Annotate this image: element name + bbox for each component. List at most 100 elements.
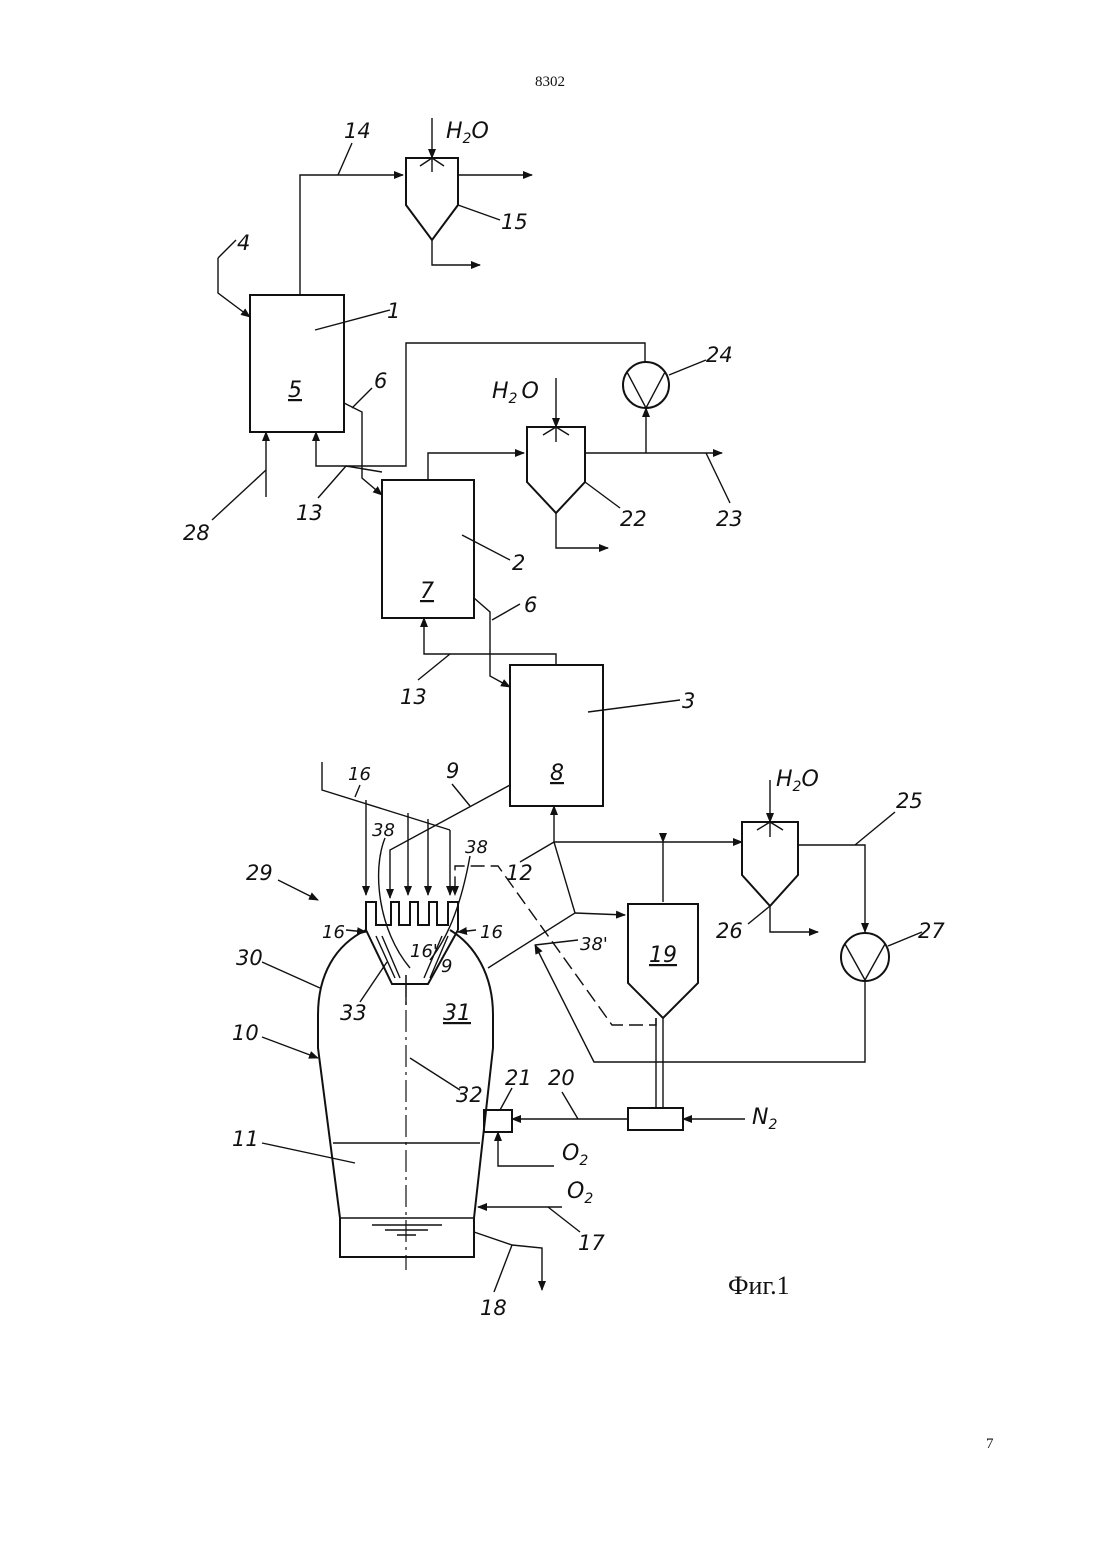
feed-4-leader: [218, 240, 236, 258]
reactor-2-leader: [462, 535, 510, 560]
gas-line-r2-top: [428, 453, 524, 480]
figure-caption: Фиг.1: [728, 1271, 790, 1300]
leader-27: [888, 932, 922, 946]
label-20: 20: [548, 1066, 575, 1090]
leader-13a: [318, 466, 346, 498]
label-2: 2: [512, 551, 525, 575]
label-9b: 9: [441, 956, 452, 977]
vessel-zone-number: 31: [443, 1001, 471, 1026]
fan-24: [623, 362, 669, 408]
label-16c: 16: [480, 922, 503, 943]
reactor-3-leader: [588, 700, 680, 712]
melt-surface-mark: [372, 1225, 442, 1235]
leader-26: [748, 906, 770, 924]
label-38-prime: 38': [580, 934, 608, 955]
reactor-1: [250, 295, 344, 432]
reactor-1-leader: [315, 310, 390, 330]
leader-17: [548, 1207, 580, 1232]
fan-27-symbol: [845, 944, 885, 980]
water-label-26: H2O: [776, 767, 819, 795]
leader-16b: [346, 930, 366, 932]
leader-9a: [452, 784, 470, 806]
spray-15: [420, 158, 444, 172]
dome-distributor: [366, 902, 458, 930]
leader-14: [338, 143, 352, 175]
gas-line-12: [488, 806, 575, 968]
slag-tap-18: [474, 1232, 542, 1290]
label-16-prime: 16': [410, 941, 438, 962]
water-label-22: H2O: [492, 379, 539, 407]
water-label-15: H2O: [446, 119, 489, 147]
leader-13b: [418, 654, 450, 680]
oxygen-label-17: O2: [567, 1179, 593, 1207]
leader-38p: [535, 940, 578, 945]
spray-26: [757, 822, 783, 837]
leader-15: [458, 205, 500, 220]
nitrogen-label: N2: [752, 1105, 777, 1133]
reactor-3-number: 8: [550, 761, 564, 786]
label-23: 23: [716, 507, 743, 531]
gas-line-12-to-19: [575, 913, 625, 915]
leader-10: [262, 1037, 318, 1058]
label-22: 22: [620, 507, 647, 531]
spray-22: [543, 427, 569, 442]
cyclone-19-number: 19: [649, 943, 677, 968]
reactor-1-number: 5: [288, 378, 302, 403]
oxygen-label-21: O2: [562, 1141, 588, 1169]
leader-21: [500, 1088, 512, 1110]
leader-23: [706, 453, 730, 503]
label-27: 27: [918, 919, 945, 943]
fan-27: [841, 933, 889, 981]
label-15: 15: [501, 210, 528, 234]
leader-16a: [355, 785, 360, 797]
leader-20: [562, 1092, 578, 1119]
leader-11: [262, 1143, 355, 1163]
return-line-38p: [455, 866, 656, 1025]
label-17: 17: [578, 1231, 605, 1255]
injector-20: [628, 1108, 683, 1130]
leader-12: [520, 842, 554, 862]
leader-6a: [352, 388, 372, 408]
label-6b: 6: [524, 593, 537, 617]
scrubber-26-gas-out: [798, 845, 865, 932]
label-29: 29: [246, 861, 273, 885]
leader-32: [410, 1058, 460, 1090]
arrow-29: [278, 880, 318, 900]
label-25: 25: [896, 789, 923, 813]
recycle-line-27: [535, 945, 865, 1062]
leader-18: [494, 1245, 512, 1292]
label-32: 32: [456, 1083, 483, 1107]
leader-25: [855, 812, 895, 845]
leader-24: [669, 360, 706, 375]
label-9a: 9: [446, 759, 459, 783]
burner-21: [484, 1110, 512, 1132]
leader-28: [212, 470, 266, 520]
leader-16c: [458, 930, 476, 932]
label-16a: 16: [348, 764, 371, 785]
label-16b: 16: [322, 922, 345, 943]
label-38a: 38: [372, 820, 395, 841]
label-11: 11: [232, 1127, 259, 1151]
feed-line-4: [218, 258, 250, 317]
label-30: 30: [236, 946, 263, 970]
label-3: 3: [682, 689, 695, 713]
label-13a: 13: [296, 501, 323, 525]
leader-6b: [492, 604, 520, 620]
recycle-line-24: [346, 343, 645, 466]
scrubber-15-drain: [432, 240, 480, 265]
label-24: 24: [706, 343, 733, 367]
scrubber-22-drain: [556, 513, 608, 548]
gas-line-14: [300, 175, 403, 295]
label-14: 14: [344, 119, 371, 143]
leader-33: [360, 962, 387, 1002]
oxygen-inlet-21: [498, 1132, 554, 1166]
label-12: 12: [506, 861, 533, 885]
label-4: 4: [237, 231, 250, 255]
label-18: 18: [480, 1296, 507, 1320]
label-10: 10: [232, 1021, 259, 1045]
reactor-2-number: 7: [420, 579, 434, 604]
label-1: 1: [387, 299, 400, 323]
scrubber-26-drain: [770, 906, 818, 932]
leader-30: [262, 962, 320, 988]
